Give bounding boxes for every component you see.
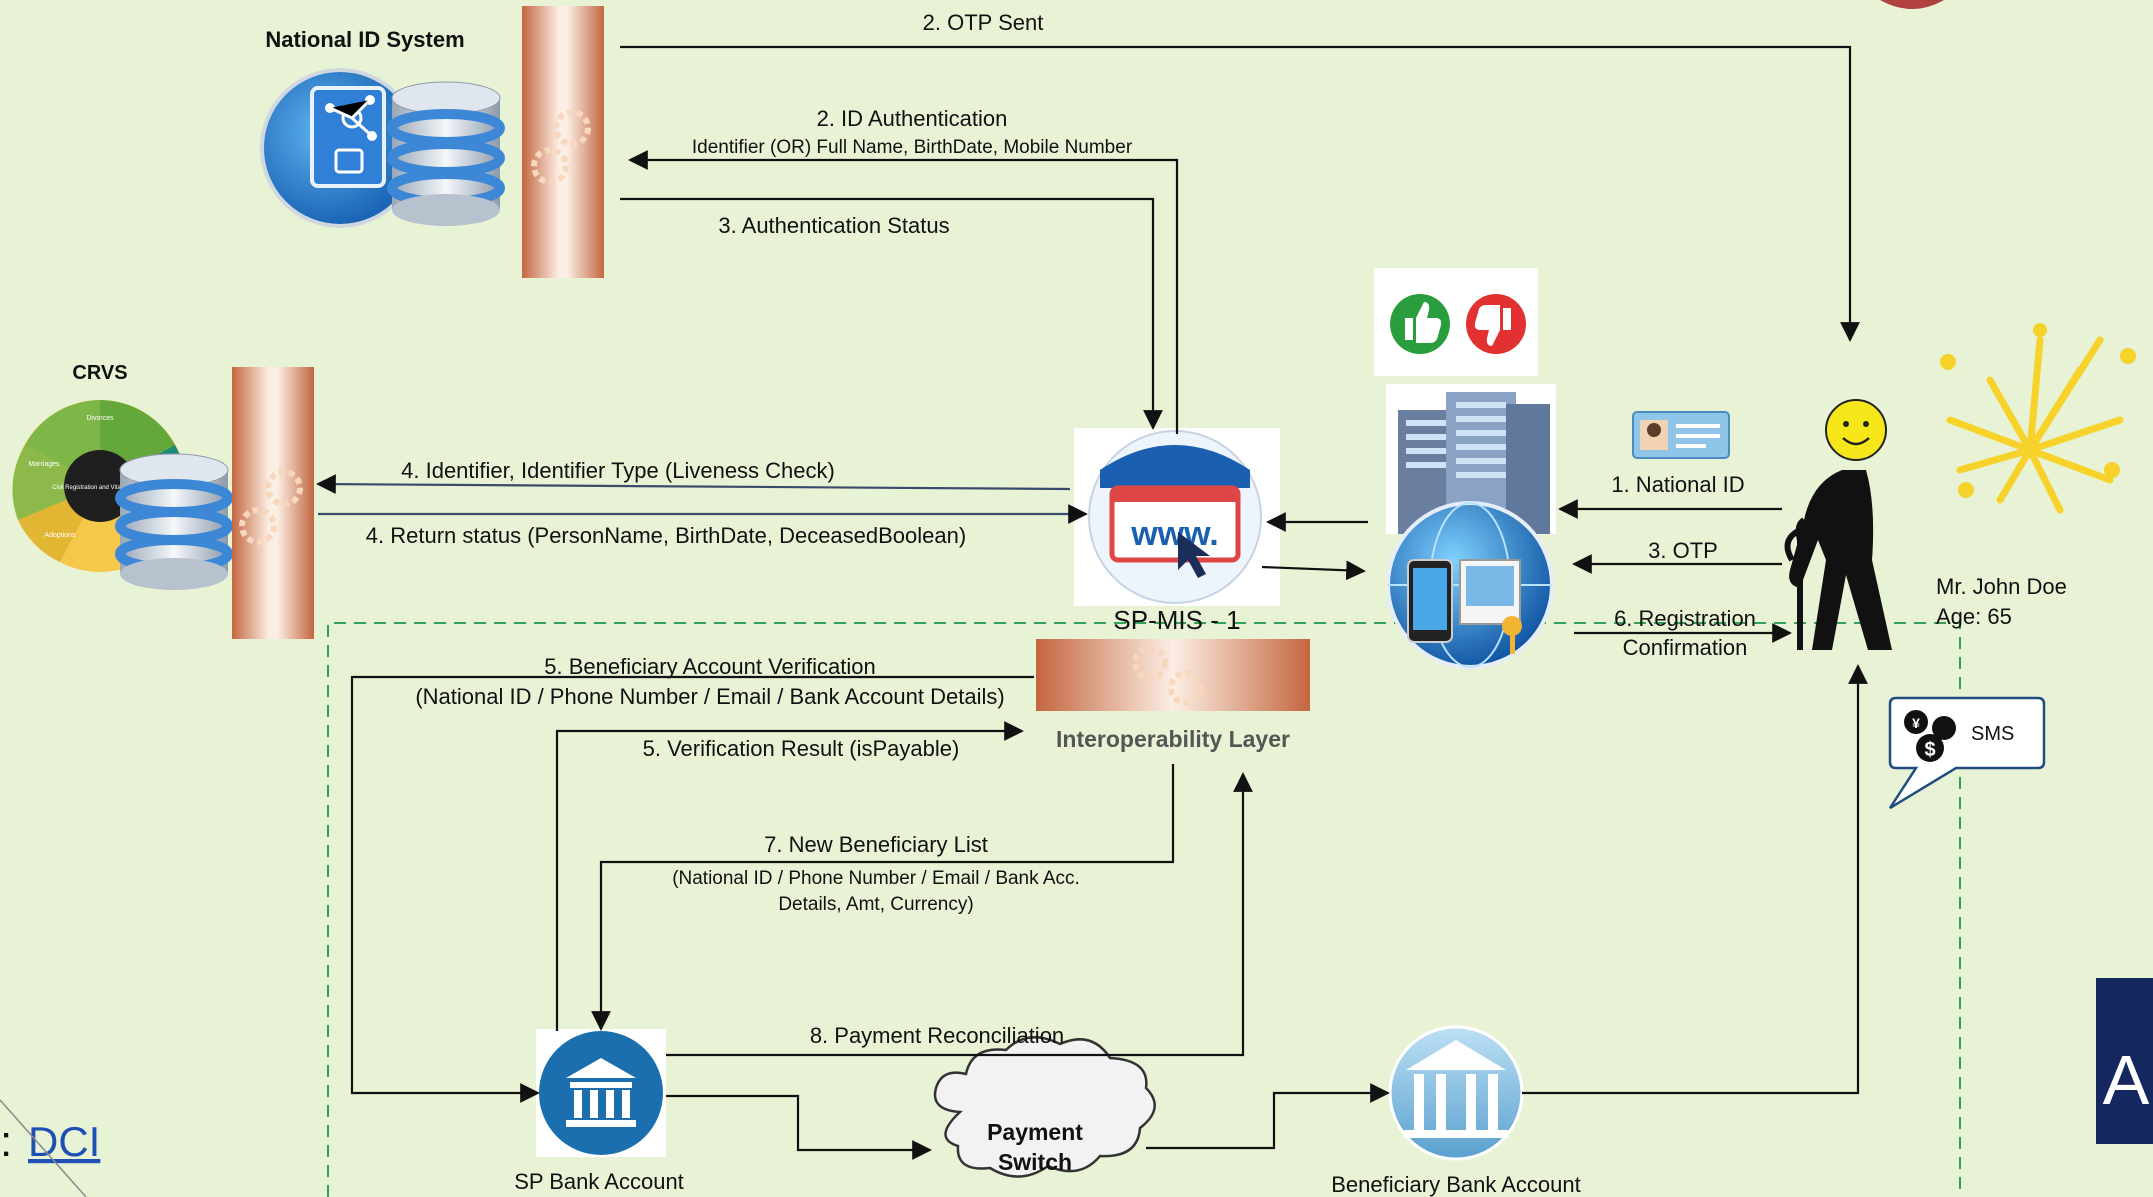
wheel-database-icon: Civil Registration and Vital Statistics …: [12, 400, 233, 590]
flow-spmis-to-devices: [1261, 560, 1366, 581]
national-id-system-label: National ID System: [265, 27, 464, 52]
interop-layer-label: Interoperability Layer: [1056, 726, 1290, 752]
flow-id-auth: 2. ID Authentication: [817, 106, 1008, 131]
fireworks-stars: [1940, 323, 2136, 498]
top-right-badge: [1880, 0, 1944, 9]
flow-new-ben-detail-2: Details, Amt, Currency): [778, 894, 973, 915]
flow-ben-verif-detail: (National ID / Phone Number / Email / Ba…: [415, 684, 1004, 709]
interop-boundary: [327, 622, 1961, 1197]
svg-text:$: $: [1924, 739, 1935, 761]
flow-registration-1: 6. Registration: [1614, 606, 1756, 631]
flow-otp-sent-arrow: [620, 45, 1860, 342]
flow-payment-recon-arrow: [666, 772, 1253, 1057]
flow-national-id: 1. National ID: [1611, 472, 1744, 497]
corner-logo-text: A: [2103, 1041, 2150, 1119]
crvs-wheel-center: Civil Registration and Vital Statistics: [52, 485, 148, 491]
national-id-gateway: [522, 6, 604, 278]
flow-registration-2: Confirmation: [1623, 635, 1748, 660]
crvs-gateway: [232, 367, 314, 639]
flow-otp: 3. OTP: [1648, 538, 1718, 563]
gears-icon: [239, 469, 303, 545]
sp-bank-label: SP Bank Account: [514, 1169, 684, 1194]
flow-new-ben-arrow: [591, 764, 1175, 1031]
gears-icon: [531, 109, 591, 185]
flow-new-ben: 7. New Beneficiary List: [764, 832, 988, 857]
person-age: Age: 65: [1936, 604, 2012, 629]
svg-text:www.: www.: [1130, 515, 1219, 553]
corner-logo: A: [2096, 978, 2153, 1144]
crvs-label: CRVS: [72, 362, 127, 384]
crvs-wheel-marriages: Marriages: [28, 461, 60, 468]
flow-otp-sent: 2. OTP Sent: [923, 10, 1044, 35]
flow-verif-result: 5. Verification Result (isPayable): [643, 736, 960, 761]
bank-icon: [536, 1029, 666, 1157]
dci-link[interactable]: DCI: [28, 1118, 100, 1165]
globe-devices-icon: [1386, 501, 1554, 669]
footer-prefix: :: [0, 1117, 12, 1166]
flow-id-auth-arrow: [628, 150, 1179, 434]
crvs-wheel-divorces: Divorces: [86, 415, 114, 422]
thumbs-up-down-icon: [1374, 268, 1538, 376]
elderly-person-icon: [1784, 399, 1892, 650]
flow-crvs-return: 4. Return status (PersonName, BirthDate,…: [366, 523, 966, 548]
flow-ben-verif-arrow: [350, 675, 1034, 1103]
flow-crvs-request: 4. Identifier, Identifier Type (Liveness…: [401, 458, 835, 483]
flow-benbank-to-person: [1522, 664, 1868, 1095]
flow-id-auth-detail: Identifier (OR) Full Name, BirthDate, Mo…: [692, 137, 1133, 158]
flow-auth-status: 3. Authentication Status: [718, 213, 949, 238]
crvs-wheel-adoptions: Adoptions: [44, 532, 76, 539]
flow-ben-verif: 5. Beneficiary Account Verification: [544, 654, 875, 679]
flow-crvs-request-arrow: [316, 474, 1071, 495]
person-name: Mr. John Doe: [1936, 574, 2067, 599]
gears-icon: [1132, 645, 1204, 706]
footer-diagonal: [0, 1099, 87, 1197]
payment-switch-label-1: Payment: [987, 1119, 1083, 1145]
beneficiary-bank-label: Beneficiary Bank Account: [1331, 1172, 1580, 1197]
flow-auth-status-arrow: [620, 197, 1163, 430]
flow-payment-recon: 8. Payment Reconciliation: [810, 1023, 1064, 1048]
database-document-icon: [260, 68, 505, 228]
fireworks-icon: [1946, 336, 2124, 514]
id-card-icon: [1632, 411, 1730, 459]
flow-switch-to-benbank: [1146, 1083, 1390, 1150]
browser-www-icon: www.: [1074, 428, 1280, 606]
flow-bank-to-switch: [666, 1094, 932, 1160]
flow-new-ben-detail-1: (National ID / Phone Number / Email / Ba…: [672, 868, 1080, 889]
sp-mis-label: SP-MIS - 1: [1113, 605, 1240, 635]
sms-label: SMS: [1971, 723, 2014, 745]
cloud-icon: [933, 1036, 1156, 1178]
money-sms-icon: $ ¥: [1888, 696, 2046, 810]
beneficiary-bank-icon: [1388, 1025, 1524, 1161]
svg-text:¥: ¥: [1912, 715, 1920, 731]
interop-layer-bar: [1036, 639, 1310, 711]
flow-verif-result-arrow: [555, 721, 1024, 1031]
payment-switch-label-2: Switch: [998, 1149, 1072, 1175]
